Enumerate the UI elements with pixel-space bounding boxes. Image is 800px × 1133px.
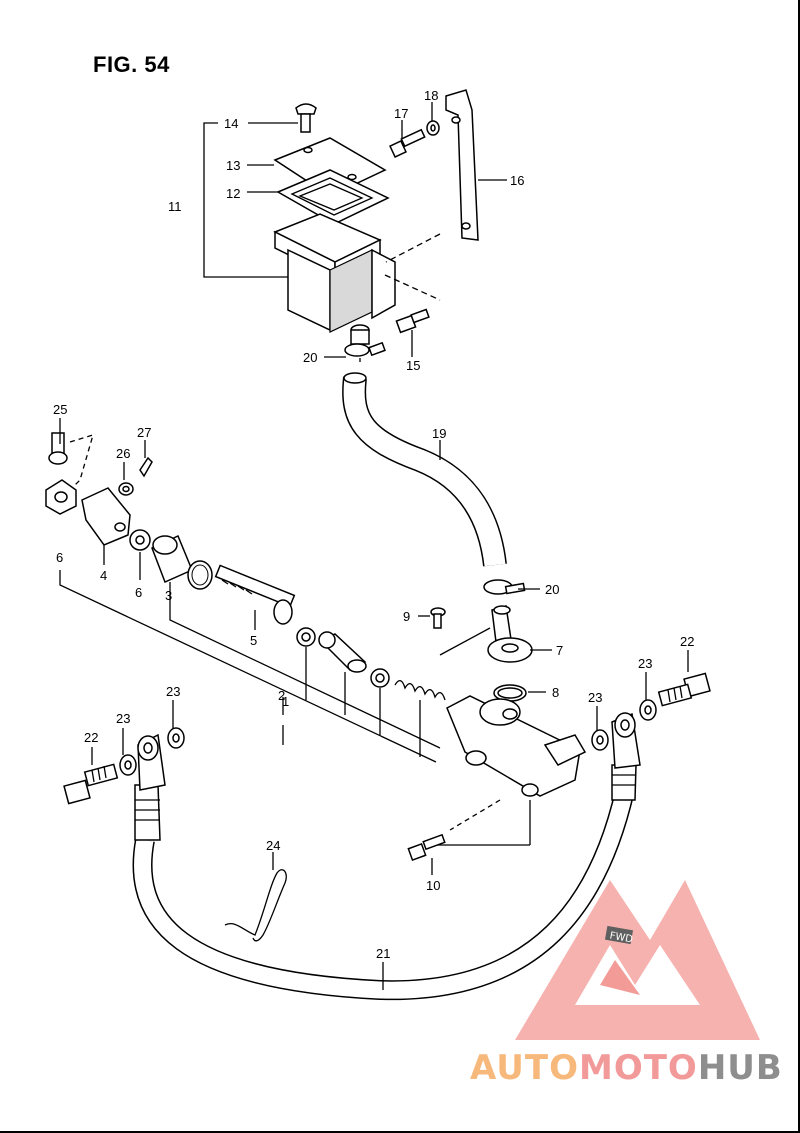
label-22b: 22 xyxy=(680,634,694,649)
label-27: 27 xyxy=(137,425,151,440)
label-24: 24 xyxy=(266,838,280,853)
clutch-hose-assembly xyxy=(63,650,711,1001)
watermark-word-hub: HUB xyxy=(697,1048,783,1088)
label-7: 7 xyxy=(556,643,563,658)
label-26: 26 xyxy=(116,446,130,461)
reservoir-assembly xyxy=(203,89,507,365)
fwd-tag: FWD xyxy=(609,930,634,945)
label-10: 10 xyxy=(426,878,440,893)
inlet-fitting xyxy=(418,579,552,702)
reservoir-hose xyxy=(342,372,507,567)
label-18: 18 xyxy=(424,88,438,103)
watermark-word-moto: MOTO xyxy=(578,1048,698,1088)
label-15: 15 xyxy=(406,358,420,373)
watermark-text: AUTOMOTOHUB xyxy=(470,1048,783,1088)
figure-title: FIG. 54 xyxy=(93,52,170,77)
label-19: 19 xyxy=(432,426,446,441)
label-8: 8 xyxy=(552,685,559,700)
label-14: 14 xyxy=(224,116,238,131)
label-23a: 23 xyxy=(116,711,130,726)
label-22a: 22 xyxy=(84,730,98,745)
label-20a: 20 xyxy=(303,350,317,365)
label-3: 3 xyxy=(165,588,172,603)
label-1: 1 xyxy=(282,694,289,709)
watermark-logo: FWD xyxy=(515,880,760,1040)
label-17: 17 xyxy=(394,106,408,121)
frame-edge-bottom xyxy=(0,1131,800,1133)
label-20b: 20 xyxy=(545,582,559,597)
label-21: 21 xyxy=(376,946,390,961)
label-5: 5 xyxy=(250,633,257,648)
master-cylinder-parts xyxy=(45,418,587,875)
label-25: 25 xyxy=(53,402,67,417)
label-2: 2 xyxy=(278,688,285,703)
watermark-word-auto: AUTO xyxy=(470,1048,579,1088)
frame-edge-right xyxy=(798,0,800,1133)
label-6a: 6 xyxy=(56,550,63,565)
label-9: 9 xyxy=(403,609,410,624)
label-6b: 6 xyxy=(135,585,142,600)
label-23c: 23 xyxy=(588,690,602,705)
label-13: 13 xyxy=(226,158,240,173)
label-4: 4 xyxy=(100,568,107,583)
label-16: 16 xyxy=(510,173,524,188)
label-23d: 23 xyxy=(638,656,652,671)
label-23b: 23 xyxy=(166,684,180,699)
part-labels: 1 2 3 4 5 6 6 7 8 9 10 11 12 13 14 15 16… xyxy=(53,88,694,961)
label-11: 11 xyxy=(168,199,182,214)
label-12: 12 xyxy=(226,186,240,201)
